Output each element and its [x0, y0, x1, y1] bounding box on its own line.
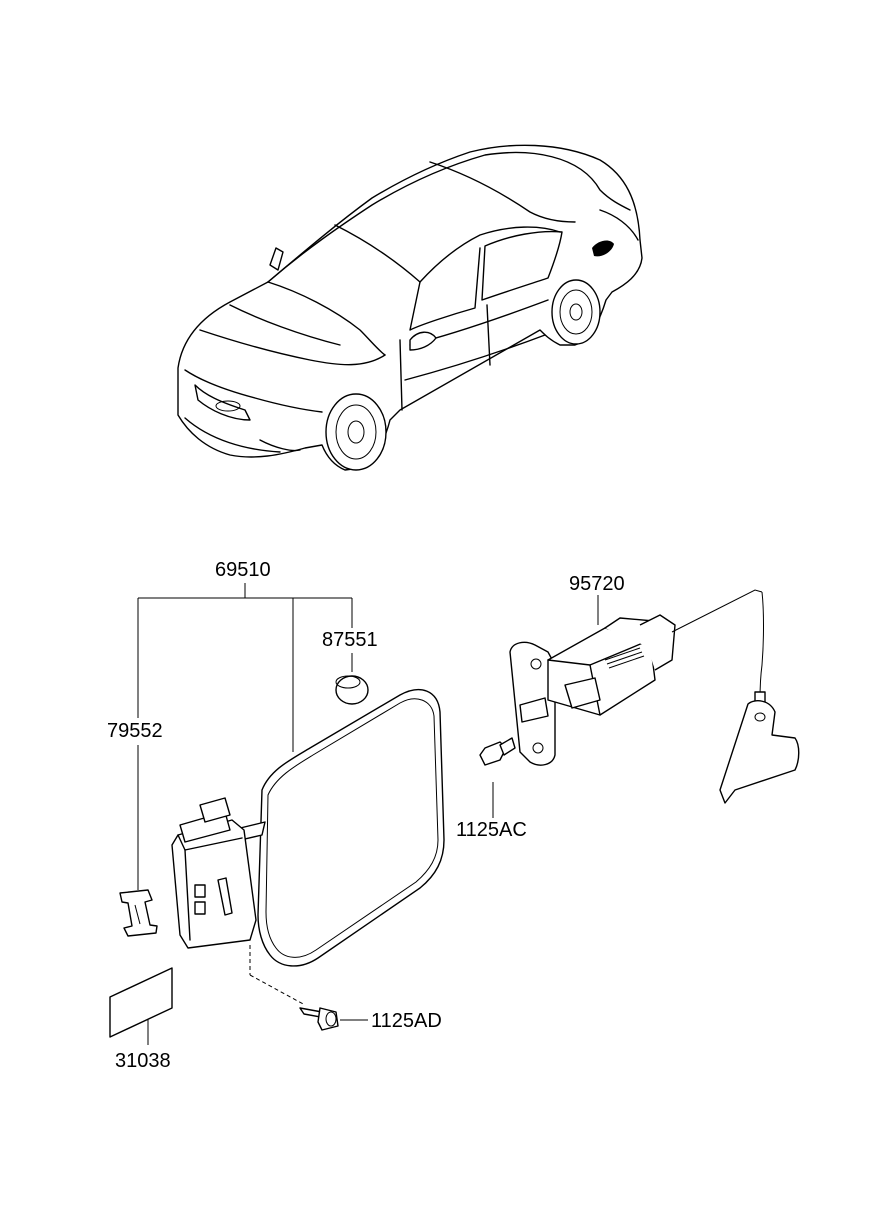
caution-label: [109, 967, 173, 1038]
car-illustration: [177, 144, 643, 471]
fuel-door-hinge-housing: [171, 797, 257, 949]
bumper-stopper: [335, 675, 369, 705]
actuator-assembly: [509, 589, 800, 804]
label-door-bolt: 1125AD: [371, 1010, 442, 1032]
label-hinge-clip: 79552: [107, 720, 163, 742]
label-fuel-door: 69510: [215, 559, 271, 581]
label-caution-label: 31038: [115, 1050, 171, 1072]
label-actuator-bolt: 1125AC: [456, 819, 527, 841]
door-bolt: [299, 1007, 339, 1031]
actuator-bolt: [479, 737, 516, 766]
label-actuator: 95720: [569, 573, 625, 595]
fuel-door-panel: [231, 689, 445, 967]
hinge-clip: [119, 889, 158, 937]
label-bumper-stopper: 87551: [322, 629, 378, 651]
